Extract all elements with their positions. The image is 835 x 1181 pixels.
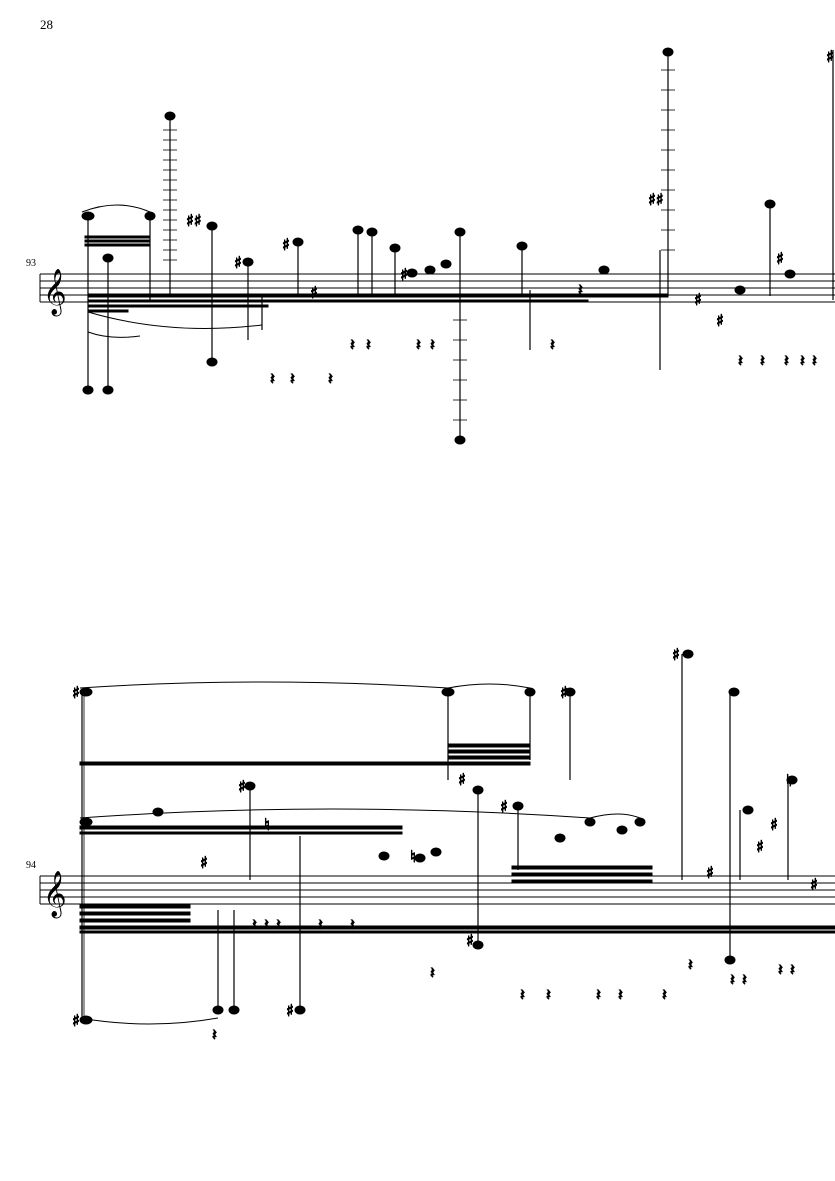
svg-text:𝄽: 𝄽 [688, 955, 693, 974]
svg-text:♯: ♯ [400, 265, 408, 284]
svg-text:𝄽: 𝄽 [742, 970, 747, 989]
svg-text:𝄽: 𝄽 [270, 369, 275, 388]
svg-text:♯: ♯ [238, 777, 246, 796]
svg-text:♯: ♯ [706, 863, 714, 882]
svg-text:𝄽: 𝄽 [578, 280, 583, 299]
svg-text:♯: ♯ [310, 283, 318, 302]
measure-number-93: 93 [26, 258, 36, 269]
staff-system-94 [39, 875, 835, 905]
svg-text:♯♯: ♯♯ [648, 190, 663, 209]
svg-text:𝄽: 𝄽 [596, 985, 601, 1004]
svg-text:𝄽: 𝄽 [290, 369, 295, 388]
svg-text:♮: ♮ [786, 771, 792, 790]
page-number: 28 [40, 17, 53, 32]
svg-text:𝄽: 𝄽 [416, 335, 421, 354]
svg-text:♯: ♯ [500, 797, 508, 816]
svg-text:♯: ♯ [770, 815, 778, 834]
svg-text:𝄽: 𝄽 [264, 915, 269, 934]
svg-text:𝄽: 𝄽 [252, 915, 257, 934]
svg-text:𝄽: 𝄽 [430, 335, 435, 354]
notation-system-93: ♯♯ ♯ ♯ ♯ ♯ ♯♯ ♯ ♯ ♯ ♯ 𝄽 𝄽 𝄽 𝄽 𝄽 𝄽 𝄽 𝄽 𝄽 𝄽 𝄽 𝄽… [81, 47, 834, 445]
svg-text:𝄽: 𝄽 [520, 985, 525, 1004]
notation-system-94: ♯ ♯ ♯ ♯ ♯ ♯ ♯ ♯ ♯ ♯ ♯ ♯ ♯ ♯ ♮ ♮ ♮ 𝄽𝄽𝄽 � [72, 645, 835, 1045]
svg-text:𝄽: 𝄽 [328, 369, 333, 388]
svg-text:𝄽: 𝄽 [212, 1025, 217, 1044]
svg-text:♯: ♯ [286, 1001, 294, 1020]
svg-text:𝄽: 𝄽 [550, 335, 555, 354]
svg-text:𝄽: 𝄽 [318, 915, 323, 934]
svg-text:♯♯: ♯♯ [186, 211, 201, 230]
svg-text:♯: ♯ [200, 853, 208, 872]
svg-text:♯: ♯ [458, 770, 466, 789]
svg-text:♯: ♯ [72, 683, 80, 702]
svg-text:♯: ♯ [826, 47, 834, 66]
svg-text:♯: ♯ [234, 253, 242, 272]
svg-text:♯: ♯ [282, 235, 290, 254]
svg-text:𝄽: 𝄽 [784, 351, 789, 370]
svg-text:♯: ♯ [694, 290, 702, 309]
svg-text:𝄽: 𝄽 [618, 985, 623, 1004]
staff-system-93 [39, 273, 835, 303]
svg-text:𝄽: 𝄽 [662, 985, 667, 1004]
svg-text:♮: ♮ [264, 815, 270, 834]
svg-text:𝄽: 𝄽 [778, 960, 783, 979]
svg-text:♮: ♮ [410, 847, 416, 866]
svg-text:♯: ♯ [810, 875, 818, 894]
svg-text:𝄽: 𝄽 [546, 985, 551, 1004]
treble-clef-icon: 𝄞 [43, 871, 67, 919]
svg-text:𝄽: 𝄽 [350, 915, 355, 934]
svg-text:♯: ♯ [716, 311, 724, 330]
svg-text:𝄽: 𝄽 [350, 335, 355, 354]
svg-text:♯: ♯ [560, 683, 568, 702]
svg-text:♯: ♯ [672, 645, 680, 664]
svg-text:𝄽: 𝄽 [812, 351, 817, 370]
measure-number-94: 94 [26, 860, 36, 871]
svg-text:𝄽: 𝄽 [800, 351, 805, 370]
svg-text:♯: ♯ [776, 249, 784, 268]
svg-text:𝄽: 𝄽 [730, 970, 735, 989]
svg-text:♯: ♯ [72, 1011, 80, 1030]
svg-text:𝄽: 𝄽 [430, 963, 435, 982]
svg-text:𝄽: 𝄽 [276, 915, 281, 934]
svg-text:♯: ♯ [466, 931, 474, 950]
svg-text:𝄽: 𝄽 [738, 351, 743, 370]
svg-text:𝄽: 𝄽 [366, 335, 371, 354]
svg-text:♯: ♯ [756, 837, 764, 856]
svg-text:𝄽: 𝄽 [760, 351, 765, 370]
svg-text:𝄽: 𝄽 [790, 960, 795, 979]
treble-clef-icon: 𝄞 [43, 269, 67, 317]
